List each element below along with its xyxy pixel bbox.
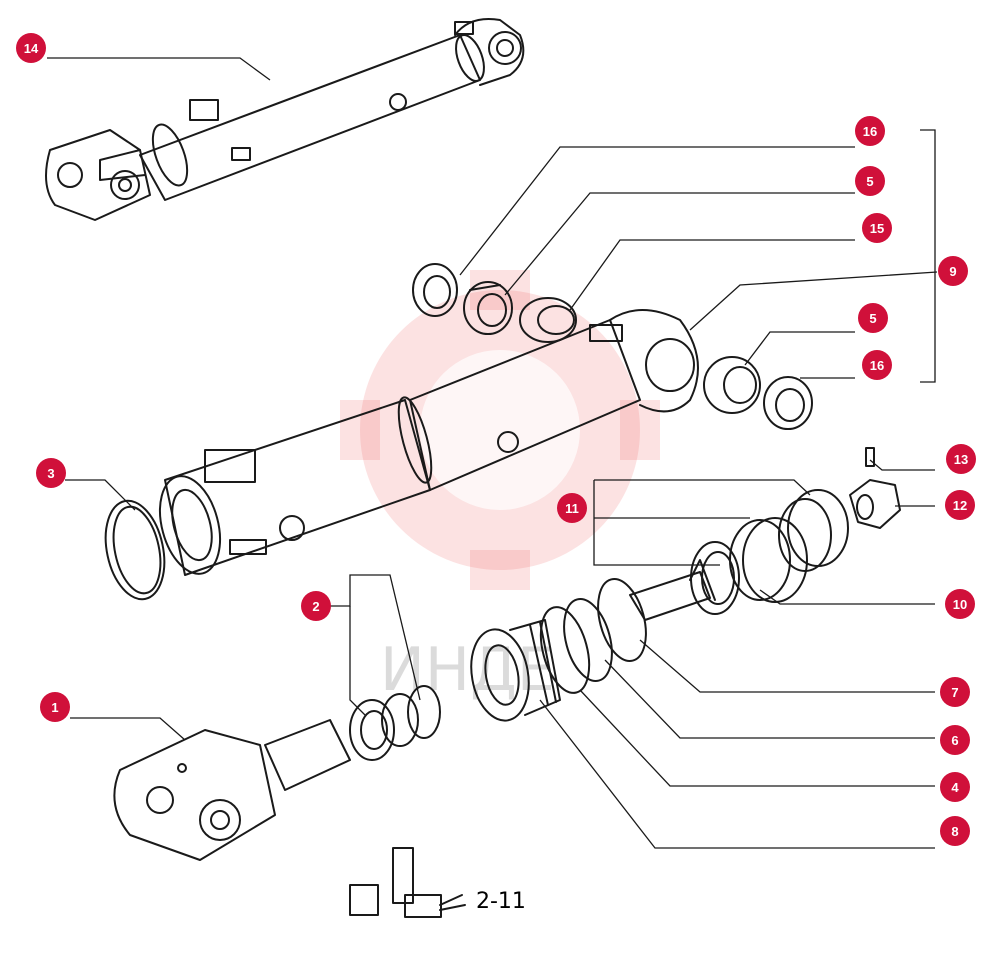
svg-text:5: 5 bbox=[866, 174, 873, 189]
svg-text:7: 7 bbox=[951, 685, 958, 700]
callout-9: 9 bbox=[938, 256, 968, 286]
svg-text:1: 1 bbox=[51, 700, 58, 715]
part-bushing-5a bbox=[463, 281, 513, 335]
callout-10: 10 bbox=[945, 589, 975, 619]
part-o-ring bbox=[104, 499, 166, 601]
part-rod-clevis bbox=[113, 719, 351, 861]
part-cylinder-tube bbox=[159, 309, 699, 576]
callout-14: 14 bbox=[16, 33, 46, 63]
part-piston-rod bbox=[629, 559, 716, 621]
svg-text:3: 3 bbox=[47, 466, 54, 481]
svg-text:13: 13 bbox=[954, 452, 968, 467]
callout-6: 6 bbox=[940, 725, 970, 755]
part-bushing-15 bbox=[519, 297, 577, 343]
callout-7: 7 bbox=[940, 677, 970, 707]
leader-lines bbox=[47, 57, 938, 849]
svg-text:11: 11 bbox=[565, 501, 579, 516]
svg-text:4: 4 bbox=[951, 780, 959, 795]
part-nut bbox=[849, 479, 901, 529]
callout-12: 12 bbox=[945, 490, 975, 520]
part-rings bbox=[539, 578, 647, 694]
callout-16: 16 bbox=[855, 116, 885, 146]
callout-13: 13 bbox=[946, 444, 976, 474]
svg-text:15: 15 bbox=[870, 221, 884, 236]
callout-markers: 14 16 5 15 9 5 16 3 bbox=[16, 33, 976, 846]
sealant-kit-icon bbox=[349, 847, 466, 918]
part-assembled-cylinder bbox=[45, 18, 525, 221]
part-bushing-16b bbox=[763, 376, 813, 430]
callout-4: 4 bbox=[940, 772, 970, 802]
callout-5-lower: 5 bbox=[858, 303, 888, 333]
svg-text:12: 12 bbox=[953, 498, 967, 513]
part-bushing-5b bbox=[703, 356, 761, 414]
callout-15: 15 bbox=[862, 213, 892, 243]
callout-1: 1 bbox=[40, 692, 70, 722]
callout-2: 2 bbox=[301, 591, 331, 621]
svg-text:8: 8 bbox=[951, 824, 958, 839]
svg-text:16: 16 bbox=[863, 124, 877, 139]
callout-11: 11 bbox=[557, 493, 587, 523]
part-rod-seals bbox=[349, 685, 441, 761]
watermark-text: ИНДЕ bbox=[380, 635, 555, 705]
figure-number: 2-11 bbox=[476, 889, 526, 914]
part-gland-nut bbox=[470, 619, 561, 722]
callout-3: 3 bbox=[36, 458, 66, 488]
svg-text:2: 2 bbox=[312, 599, 319, 614]
watermark-logo: ИНДЕ bbox=[340, 270, 660, 705]
svg-text:10: 10 bbox=[953, 597, 967, 612]
svg-text:14: 14 bbox=[24, 41, 39, 56]
part-piston-seals bbox=[690, 489, 849, 615]
part-pin bbox=[865, 447, 875, 467]
callout-8: 8 bbox=[940, 816, 970, 846]
svg-text:6: 6 bbox=[951, 733, 958, 748]
svg-text:5: 5 bbox=[869, 311, 876, 326]
callout-16-lower: 16 bbox=[862, 350, 892, 380]
svg-text:16: 16 bbox=[870, 358, 884, 373]
part-bushing-16a bbox=[412, 263, 458, 317]
svg-text:9: 9 bbox=[949, 264, 956, 279]
callout-5: 5 bbox=[855, 166, 885, 196]
